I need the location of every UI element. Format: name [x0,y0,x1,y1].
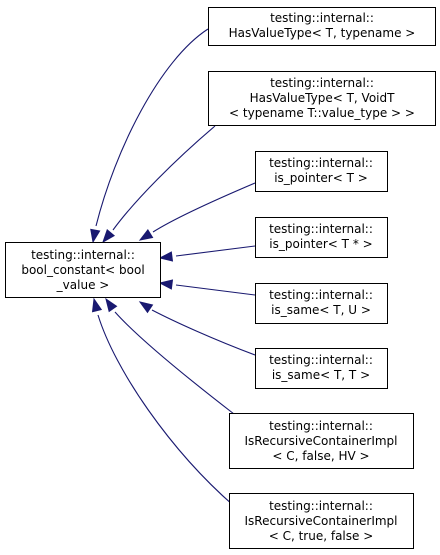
inheritance-edges [90,28,256,507]
node-has-value-type-typename-line-2: HasValueType< T, typename > [229,26,416,40]
node-has-value-type-voidt-line-1: testing::internal:: [270,76,374,90]
node-has-value-type-typename-line-1: testing::internal:: [270,11,374,25]
node-is-same-t-u-line-2: is_same< T, U > [271,303,371,317]
node-is-pointer-t-star[interactable]: testing::internal:: is_pointer< T * > [255,217,388,258]
node-is-same-t-u[interactable]: testing::internal:: is_same< T, U > [255,283,388,324]
edge-has-value-type-typename [95,28,209,227]
edge-has-value-type-voidt [112,125,216,231]
arrow-head-is-same-t-t [138,301,154,314]
node-irci-false-hv-line-1: testing::internal:: [269,419,373,433]
node-irci-true-false-line-3: < C, true, false > [269,529,374,543]
node-base-line-1: testing::internal:: [31,248,135,262]
node-base-line-3: _value > [56,278,110,292]
node-is-recursive-container-impl-true-false[interactable]: testing::internal:: IsRecursiveContainer… [229,493,414,549]
node-is-same-t-t-line-1: testing::internal:: [269,353,373,367]
node-is-same-t-t-line-2: is_same< T, T > [272,368,370,382]
arrow-head-has-value-type-voidt [102,229,116,244]
node-base-bool-constant[interactable]: testing::internal:: bool_constant< bool … [5,242,161,298]
arrow-head-irci-false-hv [105,297,118,313]
node-is-pointer-t-line-1: testing::internal:: [269,156,373,170]
node-base-line-2: bool_constant< bool [21,263,144,277]
arrow-head-is-pointer-t [138,229,154,241]
node-has-value-type-typename[interactable]: testing::internal:: HasValueType< T, typ… [208,7,436,46]
arrow-head-is-pointer-t-star [158,251,174,262]
edge-irci-true-false [97,314,235,507]
edge-is-pointer-t-star [175,245,256,257]
node-is-same-t-t[interactable]: testing::internal:: is_same< T, T > [255,348,388,389]
node-is-pointer-t-star-line-1: testing::internal:: [269,222,373,236]
node-has-value-type-voidt-line-2: HasValueType< T, VoidT [250,91,396,105]
arrow-head-is-same-t-u [158,279,174,290]
node-is-same-t-u-line-1: testing::internal:: [269,288,373,302]
node-is-pointer-t-star-line-2: is_pointer< T * > [269,237,372,251]
node-has-value-type-voidt[interactable]: testing::internal:: HasValueType< T, Voi… [208,71,436,126]
edge-is-pointer-t [152,182,256,233]
node-irci-false-hv-line-2: IsRecursiveContainerImpl [245,434,398,448]
node-is-pointer-t-line-2: is_pointer< T > [274,171,368,185]
node-irci-true-false-line-1: testing::internal:: [269,499,373,513]
edge-is-same-t-u [175,284,256,296]
edge-irci-false-hv [114,311,235,415]
arrow-head-has-value-type-typename [90,228,101,244]
arrow-head-irci-true-false [91,297,103,313]
node-irci-false-hv-line-3: < C, false, HV > [272,449,369,463]
node-has-value-type-voidt-line-3: < typename T::value_type > > [229,106,415,120]
edge-is-same-t-t [151,309,256,356]
node-irci-true-false-line-2: IsRecursiveContainerImpl [245,514,398,528]
node-is-pointer-t[interactable]: testing::internal:: is_pointer< T > [255,151,388,192]
node-is-recursive-container-impl-false-hv[interactable]: testing::internal:: IsRecursiveContainer… [229,413,414,469]
